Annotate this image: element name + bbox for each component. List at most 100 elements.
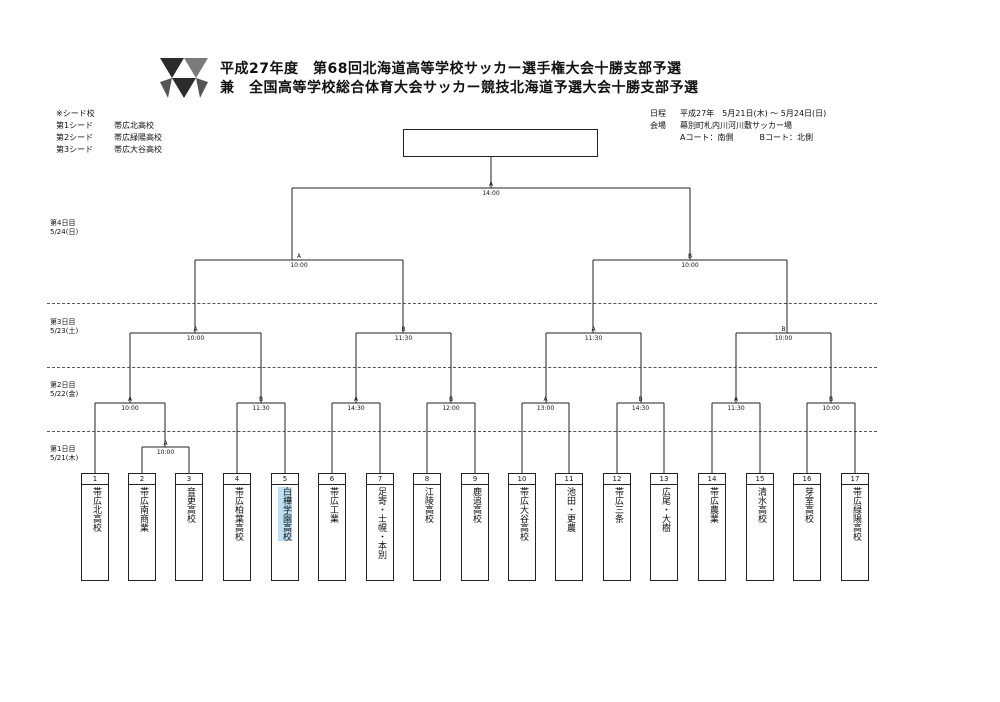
team-name: 帯広緑陽高校 bbox=[851, 487, 861, 541]
team-name: 音更高校 bbox=[185, 487, 195, 523]
team-number: 11 bbox=[556, 474, 582, 485]
match-time: 14:00 bbox=[482, 190, 499, 197]
team-name: 足寄・士幌・本別 bbox=[376, 487, 386, 559]
team-box: 16 芽室高校 bbox=[793, 473, 821, 581]
team-name: 帯広南商業 bbox=[138, 487, 148, 532]
team-number: 9 bbox=[462, 474, 488, 485]
match-court: A bbox=[128, 396, 133, 403]
team-box: 17 帯広緑陽高校 bbox=[841, 473, 869, 581]
schedule-venue: 会場幕別町札内川河川敷サッカー場 bbox=[650, 121, 792, 130]
team-box: 8 江陵高校 bbox=[413, 473, 441, 581]
match-time: 14:30 bbox=[347, 405, 364, 412]
team-box: 14 帯広農業 bbox=[698, 473, 726, 581]
match-time: 11:30 bbox=[395, 335, 412, 342]
team-number: 8 bbox=[414, 474, 440, 485]
team-number: 1 bbox=[82, 474, 108, 485]
match-time: 10:00 bbox=[290, 262, 307, 269]
team-number: 14 bbox=[699, 474, 725, 485]
match-court: A bbox=[297, 253, 302, 260]
team-name: 帯広北高校 bbox=[91, 487, 101, 532]
team-name: 帯広柏葉高校 bbox=[233, 487, 243, 541]
team-box: 4 帯広柏葉高校 bbox=[223, 473, 251, 581]
team-number: 4 bbox=[224, 474, 250, 485]
match-court: A bbox=[591, 326, 596, 333]
team-box: 12 帯広三条 bbox=[603, 473, 631, 581]
team-name: 清水高校 bbox=[756, 487, 766, 523]
schedule-info: 日程平成27年 5月21日(木) ～ 5月24日(日) 会場幕別町札内川河川敷サ… bbox=[650, 108, 826, 144]
team-number: 16 bbox=[794, 474, 820, 485]
match-time: 10:00 bbox=[681, 262, 698, 269]
seed-list: ※シード校 第1シード帯広北高校 第2シード帯広緑陽高校 第3シード帯広大谷高校 bbox=[56, 108, 162, 156]
match-court: B bbox=[259, 396, 263, 403]
match-time: 14:30 bbox=[632, 405, 649, 412]
team-name: 池田・更農 bbox=[565, 487, 575, 532]
match-time: 13:00 bbox=[537, 405, 554, 412]
team-box: 9 鹿追高校 bbox=[461, 473, 489, 581]
match-court: B bbox=[638, 396, 642, 403]
match-court: A bbox=[543, 396, 548, 403]
seed-item: 第3シード帯広大谷高校 bbox=[56, 145, 162, 154]
match-court: B bbox=[401, 326, 405, 333]
team-name: 広尾・大樹 bbox=[660, 487, 670, 532]
match-court: B bbox=[829, 396, 833, 403]
team-name: 帯広三条 bbox=[613, 487, 623, 523]
team-name: 帯広大谷高校 bbox=[518, 487, 528, 541]
team-name: 帯広工業 bbox=[328, 487, 338, 523]
team-box: 5 白樺学園高校 bbox=[271, 473, 299, 581]
schedule-date: 日程平成27年 5月21日(木) ～ 5月24日(日) bbox=[650, 109, 827, 118]
tournament-logo bbox=[160, 58, 208, 98]
match-court: B bbox=[688, 253, 692, 260]
team-number: 7 bbox=[367, 474, 393, 485]
page-title: 平成27年度 第68回北海道高等学校サッカー選手権大会十勝支部予選 兼 全国高等… bbox=[220, 60, 699, 98]
match-time: 10:00 bbox=[822, 405, 839, 412]
day-divider bbox=[47, 367, 877, 368]
day-divider bbox=[47, 431, 877, 432]
team-number: 12 bbox=[604, 474, 630, 485]
match-time: 10:00 bbox=[157, 449, 174, 456]
seed-item: 第2シード帯広緑陽高校 bbox=[56, 133, 162, 142]
team-number: 10 bbox=[509, 474, 535, 485]
match-time: 10:00 bbox=[121, 405, 138, 412]
team-box: 10 帯広大谷高校 bbox=[508, 473, 536, 581]
team-box: 11 池田・更農 bbox=[555, 473, 583, 581]
team-name: 鹿追高校 bbox=[471, 487, 481, 523]
title-line-2: 兼 全国高等学校総合体育大会サッカー競技北海道予選大会十勝支部予選 bbox=[220, 80, 699, 96]
day-divider bbox=[47, 303, 877, 304]
team-number: 3 bbox=[176, 474, 202, 485]
team-number: 15 bbox=[747, 474, 773, 485]
team-name: 白樺学園高校 bbox=[278, 487, 292, 541]
team-box: 7 足寄・士幌・本別 bbox=[366, 473, 394, 581]
match-time: 10:00 bbox=[775, 335, 792, 342]
match-court: B bbox=[449, 396, 453, 403]
match-court: A bbox=[489, 181, 494, 188]
match-time: 11:30 bbox=[585, 335, 602, 342]
team-box: 2 帯広南商業 bbox=[128, 473, 156, 581]
team-number: 6 bbox=[319, 474, 345, 485]
team-number: 2 bbox=[129, 474, 155, 485]
team-number: 17 bbox=[842, 474, 868, 485]
team-box: 15 清水高校 bbox=[746, 473, 774, 581]
match-time: 10:00 bbox=[187, 335, 204, 342]
team-name: 江陵高校 bbox=[423, 487, 433, 523]
match-court: A bbox=[163, 440, 168, 447]
champion-box bbox=[403, 129, 598, 157]
team-box: 6 帯広工業 bbox=[318, 473, 346, 581]
team-number: 5 bbox=[272, 474, 298, 485]
match-time: 11:30 bbox=[727, 405, 744, 412]
seed-item: 第1シード帯広北高校 bbox=[56, 121, 154, 130]
match-court: A bbox=[354, 396, 359, 403]
match-court: A bbox=[193, 326, 198, 333]
team-name: 帯広農業 bbox=[708, 487, 718, 523]
title-line-1: 平成27年度 第68回北海道高等学校サッカー選手権大会十勝支部予選 bbox=[220, 61, 682, 77]
team-name: 芽室高校 bbox=[803, 487, 813, 523]
match-court: A bbox=[734, 396, 739, 403]
seed-heading: ※シード校 bbox=[56, 109, 95, 118]
match-court: B bbox=[781, 326, 785, 333]
